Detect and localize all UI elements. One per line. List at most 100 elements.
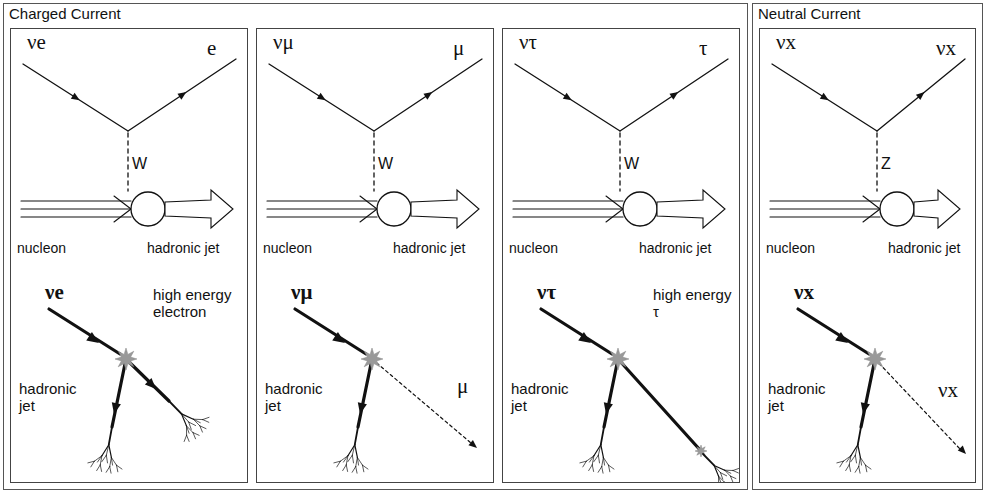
charged-current-panel: Charged CurrentνeeWnucleonhadronic jetνe…: [3, 3, 748, 490]
arrow-head: [578, 332, 591, 343]
illustration-stroke: [109, 427, 112, 445]
arrow-head: [563, 93, 572, 100]
illustration-stroke: [602, 467, 603, 474]
illustration-stroke: [97, 465, 101, 471]
illustration-group: [513, 59, 739, 482]
particle-label: νe: [27, 31, 46, 54]
illustration-stroke: [608, 465, 609, 472]
particle-name: nucleon: [509, 241, 558, 256]
illustration-stroke: [603, 457, 608, 465]
interaction-star: [361, 348, 383, 370]
illustration-stroke: [186, 426, 193, 433]
illustration-stroke: [714, 465, 720, 472]
illustration-stroke: [877, 59, 965, 131]
tau-panel: νττWnucleonhadronic jetντhigh energy τha…: [502, 28, 740, 483]
illustration-stroke: [859, 457, 861, 466]
arrow-head: [71, 93, 80, 100]
hadronic-jet-arrow: [914, 190, 960, 228]
illustration-stroke: [598, 455, 599, 463]
illustration-stroke: [114, 196, 131, 209]
interaction-star: [115, 348, 137, 370]
illustration-stroke: [346, 465, 347, 472]
particle-label: ντ: [519, 31, 537, 54]
illustration-stroke: [357, 457, 358, 465]
illustration-stroke: [106, 455, 107, 463]
illustration-stroke: [267, 208, 377, 209]
illustration-stroke: [733, 469, 739, 471]
particle-label: νe: [45, 281, 64, 304]
illustration-stroke: [295, 309, 366, 354]
illustration-stroke: [182, 414, 189, 422]
illustration-stroke: [772, 64, 877, 131]
illustration-stroke: [865, 465, 866, 472]
particle-label: high energy τ: [653, 287, 733, 320]
illustration-stroke: [21, 208, 131, 209]
neutral-panel: νxνxZnucleonhadronic jetνxhadronic jetνx: [759, 28, 976, 483]
illustration-stroke: [846, 456, 850, 462]
illustration-stroke: [733, 471, 738, 473]
illustration-stroke: [348, 455, 352, 461]
illustration-stroke: [619, 133, 620, 191]
particle-label: high energy electron: [153, 287, 243, 320]
electron-panel: νeeWnucleonhadronic jetνehigh energy ele…: [10, 28, 248, 483]
illustration-stroke: [189, 422, 192, 429]
arrow-head: [332, 332, 345, 343]
illustration-group: [770, 59, 966, 473]
illustration-stroke: [858, 445, 861, 458]
particle-label: νx: [936, 37, 956, 60]
arrow-head: [958, 446, 966, 454]
illustration-stroke: [267, 216, 377, 217]
illustration-stroke: [719, 476, 721, 482]
illustration-stroke: [603, 457, 604, 465]
illustration-stroke: [184, 435, 186, 441]
illustration-stroke: [372, 359, 471, 443]
muon-panel: νμμWnucleonhadronic jetνμhadronic jetμ: [256, 28, 494, 483]
particle-label: hadronic jet: [768, 381, 832, 414]
nucleon-blob: [880, 192, 914, 226]
illustration-stroke: [541, 309, 612, 354]
illustration-stroke: [203, 420, 209, 423]
boson-label: W: [132, 155, 147, 173]
illustration-stroke: [358, 359, 372, 427]
illustration-stroke: [352, 445, 354, 456]
illustration-stroke: [352, 467, 356, 473]
illustration-stroke: [876, 133, 877, 191]
illustration-stroke: [703, 454, 714, 465]
illustration-stroke: [269, 64, 374, 131]
illustration-stroke: [798, 309, 869, 354]
illustration-stroke: [88, 461, 95, 463]
arrow-head: [358, 402, 367, 414]
illustration-stroke: [875, 359, 960, 449]
arrow-head: [423, 92, 432, 100]
illustration-stroke: [203, 417, 209, 419]
illustration-stroke: [863, 209, 880, 222]
illustration-stroke: [513, 216, 623, 217]
particle-label: νx: [794, 281, 814, 304]
particle-label: νx: [776, 31, 796, 54]
illustration-stroke: [111, 457, 112, 465]
illustration-stroke: [580, 461, 587, 463]
illustration-stroke: [97, 456, 101, 462]
arrow-head: [317, 93, 326, 100]
illustration-stroke: [114, 209, 131, 222]
illustration-stroke: [109, 445, 112, 458]
illustration-stroke: [770, 216, 880, 217]
illustration-stroke: [374, 59, 482, 131]
illustration-stroke: [513, 208, 623, 209]
illustration-stroke: [604, 359, 618, 427]
arrow-head: [145, 378, 156, 389]
illustration-stroke: [360, 196, 377, 209]
particle-label: νμ: [291, 281, 312, 304]
illustration-stroke: [356, 457, 358, 466]
illustration-stroke: [860, 457, 861, 465]
illustration-stroke: [110, 467, 111, 474]
illustration-stroke: [21, 216, 131, 217]
particle-name: hadronic jet: [393, 241, 465, 256]
illustration-stroke: [352, 455, 353, 463]
arrow-head: [604, 402, 613, 414]
illustration-stroke: [340, 456, 348, 462]
arrow-head: [916, 92, 925, 100]
illustration-stroke: [618, 359, 701, 451]
illustration-stroke: [719, 476, 725, 482]
arrow-head: [86, 332, 99, 343]
